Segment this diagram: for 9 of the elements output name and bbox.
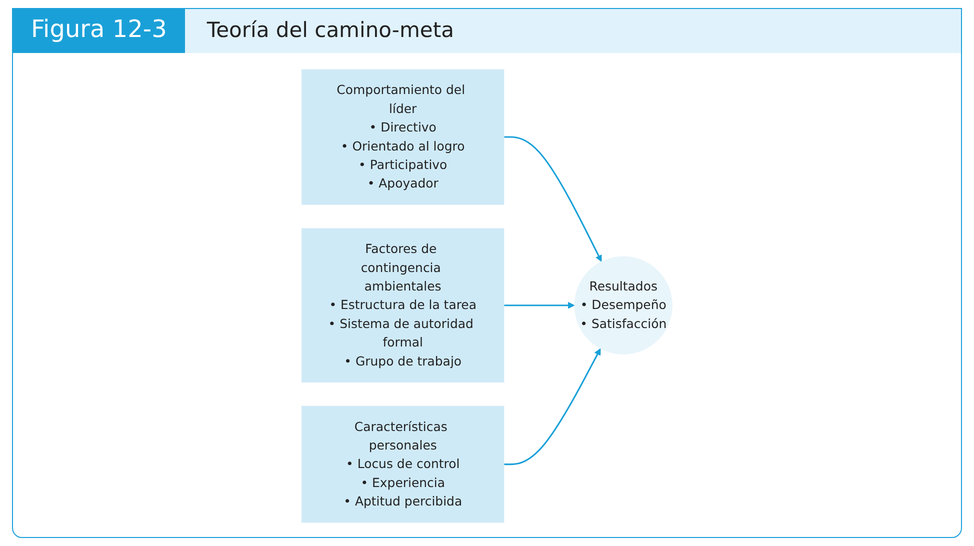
node-box: Características personales • Locus de control • Experiencia • Aptitud percibida — [302, 406, 504, 523]
figure-number: Figura 12-3 — [13, 9, 185, 53]
arrow — [504, 302, 575, 309]
node-box: Factores de contingencia ambientales • Estructura de la tarea • Sistema de autoridad formal • Grupo de trabajo — [302, 228, 504, 382]
node-box: Comportamiento del líder • Directivo • Orientado al logro • Participativo • Apoyador — [302, 69, 504, 205]
arrow — [504, 136, 602, 262]
arrow — [504, 348, 601, 466]
node-circle: Resultados • Desempeño • Satisfacción — [574, 256, 672, 354]
diagram-title: Teoría del camino-meta — [206, 17, 455, 44]
